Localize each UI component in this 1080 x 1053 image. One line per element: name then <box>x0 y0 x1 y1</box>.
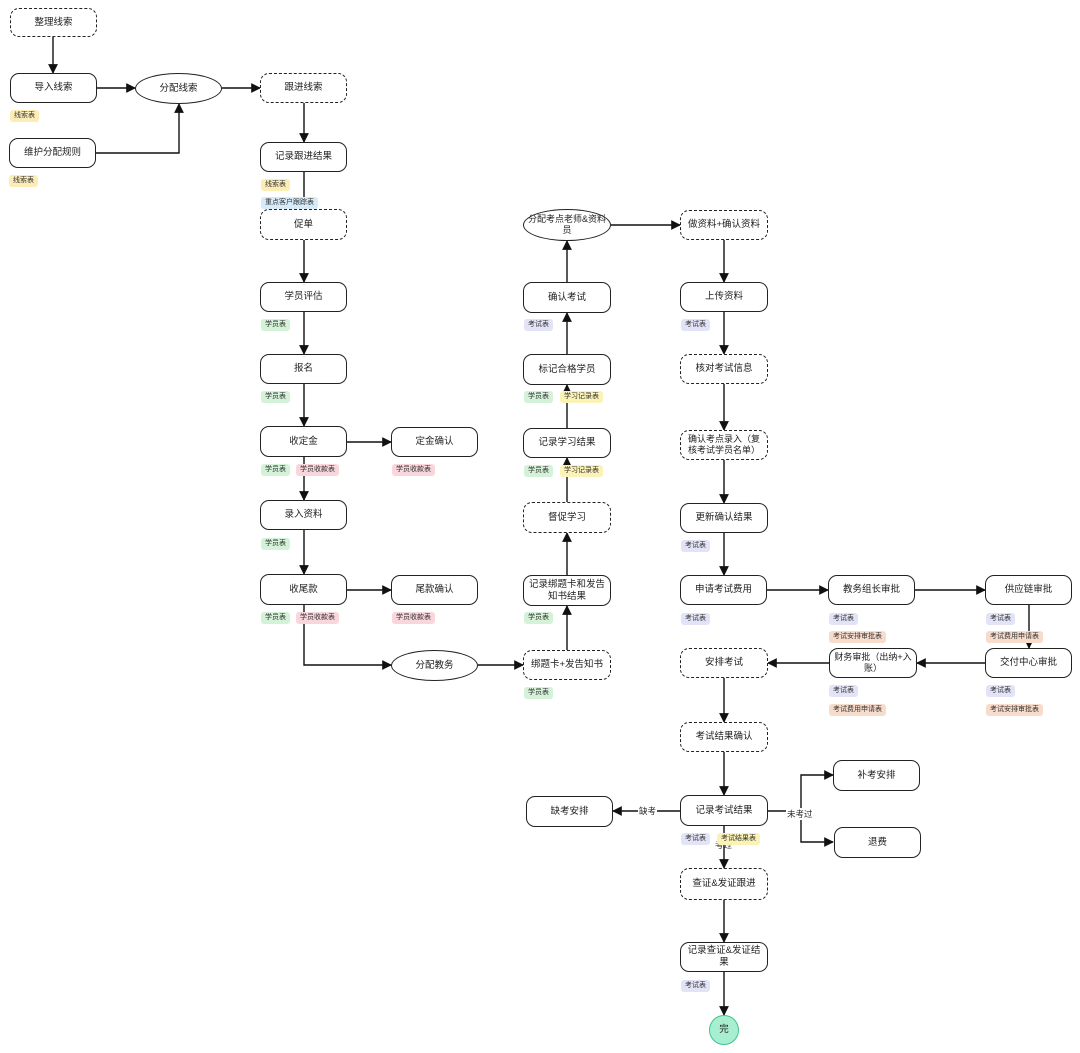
edge-rules-assign <box>96 103 184 154</box>
edge-label-failed: 未考过 <box>786 808 814 820</box>
node-push-order[interactable]: 促单 <box>260 209 347 240</box>
node-assign-leads[interactable]: 分配线索 <box>135 73 222 104</box>
node-balance-confirm[interactable]: 尾款确认 <box>391 575 478 605</box>
tag-exam-table: 考试表 <box>829 685 858 698</box>
tag-student-table: 学员表 <box>261 319 290 332</box>
tag-exam-fee-table: 考试费用申请表 <box>986 631 1043 644</box>
node-record-study[interactable]: 记录学习结果 <box>523 428 611 458</box>
node-arrange-exam[interactable]: 安排考试 <box>680 648 768 678</box>
edge-record-refund <box>800 811 834 847</box>
tag-key-client-table: 重点客户跟踪表 <box>261 197 318 210</box>
tag-exam-arrange-approval-table: 考试安排审批表 <box>829 631 886 644</box>
tag-payment-table: 学员收款表 <box>392 612 435 625</box>
tag-student-table: 学员表 <box>261 612 290 625</box>
node-deposit-confirm[interactable]: 定金确认 <box>391 427 478 457</box>
node-leader-approval[interactable]: 教务组长审批 <box>828 575 915 605</box>
node-collect-deposit[interactable]: 收定金 <box>260 426 347 457</box>
tag-exam-table: 考试表 <box>524 319 553 332</box>
tag-lead-table: 线索表 <box>261 179 290 192</box>
node-enter-data[interactable]: 录入资料 <box>260 500 347 530</box>
node-prepare-data[interactable]: 做资料+确认资料 <box>680 210 768 240</box>
tag-student-table: 学员表 <box>524 391 553 404</box>
node-finance-approval[interactable]: 财务审批（出纳+入账） <box>829 648 917 678</box>
tag-student-table: 学员表 <box>524 465 553 478</box>
tag-exam-fee-table: 考试费用申请表 <box>829 704 886 717</box>
node-update-result[interactable]: 更新确认结果 <box>680 503 768 533</box>
node-organize-leads[interactable]: 整理线索 <box>10 8 97 37</box>
node-end[interactable]: 完 <box>709 1015 739 1045</box>
node-record-follow[interactable]: 记录跟进结果 <box>260 142 347 172</box>
node-result-confirm[interactable]: 考试结果确认 <box>680 722 768 752</box>
node-student-eval[interactable]: 学员评估 <box>260 282 347 312</box>
node-refund[interactable]: 退费 <box>834 827 921 858</box>
node-record-exam-result[interactable]: 记录考试结果 <box>680 795 768 826</box>
node-verify-exam-info[interactable]: 核对考试信息 <box>680 354 768 384</box>
tag-exam-table: 考试表 <box>681 833 710 846</box>
node-delivery-approval[interactable]: 交付中心审批 <box>985 648 1072 678</box>
edge-record-retake <box>768 770 834 812</box>
tag-exam-table: 考试表 <box>681 980 710 993</box>
tag-payment-table: 学员收款表 <box>392 464 435 477</box>
node-bind-card[interactable]: 绑题卡+发告知书 <box>523 650 611 680</box>
node-assign-teacher[interactable]: 分配考点老师&资料员 <box>523 209 611 241</box>
tag-exam-table: 考试表 <box>829 613 858 626</box>
node-collect-balance[interactable]: 收尾款 <box>260 574 347 605</box>
node-import-leads[interactable]: 导入线索 <box>10 73 97 103</box>
node-record-cert[interactable]: 记录查证&发证结果 <box>680 942 768 972</box>
node-supply-approval[interactable]: 供应链审批 <box>985 575 1072 605</box>
tag-student-table: 学员表 <box>261 464 290 477</box>
node-confirm-exam[interactable]: 确认考试 <box>523 282 611 313</box>
tag-payment-table: 学员收款表 <box>296 464 339 477</box>
edge-label-absent: 缺考 <box>638 805 658 817</box>
node-follow-leads[interactable]: 跟进线索 <box>260 73 347 103</box>
tag-study-record-table: 学习记录表 <box>560 465 603 478</box>
tag-exam-table: 考试表 <box>681 613 710 626</box>
tag-student-table: 学员表 <box>261 391 290 404</box>
tag-payment-table: 学员收款表 <box>296 612 339 625</box>
tag-exam-table: 考试表 <box>986 685 1015 698</box>
tag-exam-result-table: 考试结果表 <box>717 833 760 846</box>
tag-exam-table: 考试表 <box>681 319 710 332</box>
node-maintain-rules[interactable]: 维护分配规则 <box>9 138 96 168</box>
node-signup[interactable]: 报名 <box>260 354 347 384</box>
edge-balance-eduassign <box>303 605 392 670</box>
tag-student-table: 学员表 <box>524 687 553 700</box>
node-urge-study[interactable]: 督促学习 <box>523 502 611 533</box>
tag-lead-table: 线索表 <box>9 175 38 188</box>
node-apply-fee[interactable]: 申请考试费用 <box>680 575 767 605</box>
tag-exam-table: 考试表 <box>681 540 710 553</box>
node-cert-follow[interactable]: 查证&发证跟进 <box>680 868 768 900</box>
tag-exam-table: 考试表 <box>986 613 1015 626</box>
node-assign-edu[interactable]: 分配教务 <box>391 650 478 681</box>
tag-student-table: 学员表 <box>261 538 290 551</box>
tag-student-table: 学员表 <box>524 612 553 625</box>
node-absent-arrange[interactable]: 缺考安排 <box>526 796 613 827</box>
node-mark-qualified[interactable]: 标记合格学员 <box>523 354 611 385</box>
tag-lead-table: 线索表 <box>10 110 39 123</box>
node-retake-arrange[interactable]: 补考安排 <box>833 760 920 791</box>
tag-study-record-table: 学习记录表 <box>560 391 603 404</box>
node-site-entry[interactable]: 确认考点录入（复核考试学员名单） <box>680 430 768 460</box>
node-upload-data[interactable]: 上传资料 <box>680 282 768 312</box>
tag-exam-arrange-approval-table: 考试安排审批表 <box>986 704 1043 717</box>
node-record-bind[interactable]: 记录绑题卡和发告知书结果 <box>523 575 611 606</box>
